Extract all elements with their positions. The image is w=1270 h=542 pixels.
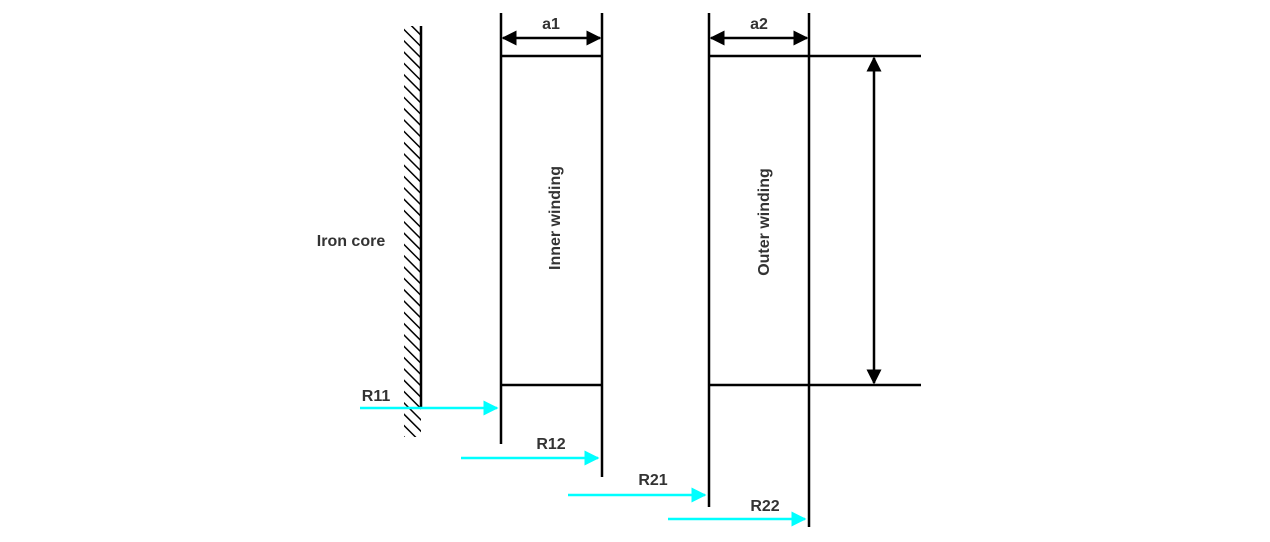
outer-winding (707, 13, 921, 527)
outer-winding-label: Outer winding (756, 168, 773, 276)
r12-label: R12 (536, 436, 565, 453)
iron-core-label: Iron core (317, 233, 386, 250)
inner-winding (499, 13, 604, 477)
iron-core (404, 26, 423, 437)
r11-label: R11 (362, 388, 391, 405)
r21-label: R21 (638, 472, 667, 489)
r22-label: R22 (750, 498, 779, 515)
a2-label: a2 (750, 16, 768, 33)
a1-label: a1 (542, 16, 560, 33)
inner-winding-label: Inner winding (547, 166, 564, 270)
